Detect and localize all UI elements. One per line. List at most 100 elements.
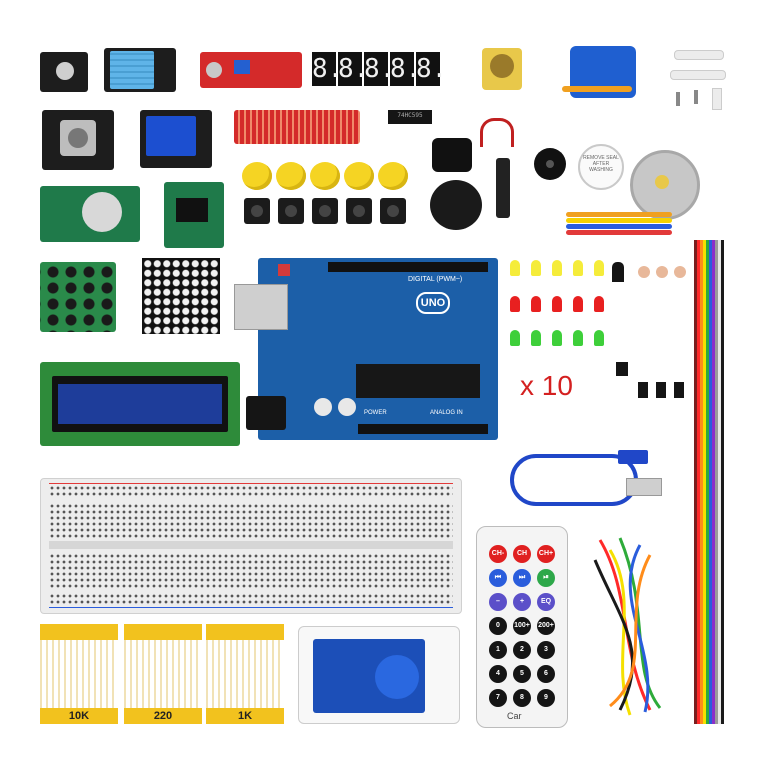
shift-register-ic: 74HC595 xyxy=(388,110,432,124)
tactile-switch xyxy=(312,198,338,224)
jumper-wire-bundle xyxy=(590,530,680,720)
jumper-bundle-drawing xyxy=(593,537,662,716)
yellow-led xyxy=(510,260,520,276)
rfid-keyfob xyxy=(375,655,419,699)
rtc-module xyxy=(40,186,140,242)
arduino-uno-board: DIGITAL (PWM~) UNO POWER ANALOG IN xyxy=(234,258,498,440)
resistor-band xyxy=(40,624,118,640)
power-header xyxy=(358,424,488,434)
remote-btn-play: ⏯ xyxy=(537,569,555,587)
breadboard xyxy=(40,478,462,614)
buzzer xyxy=(534,148,566,180)
green-led xyxy=(531,330,541,346)
remote-btn-9: 9 xyxy=(537,689,555,707)
remote-btn-ch: CH xyxy=(513,545,531,563)
rfid-card-module xyxy=(298,626,460,724)
remote-btn-vol-up: + xyxy=(513,593,531,611)
green-led xyxy=(594,330,604,346)
segment-digit: 8. xyxy=(364,52,396,86)
remote-btn-3: 3 xyxy=(537,641,555,659)
yellow-led xyxy=(552,260,562,276)
remote-btn-200: 200+ xyxy=(537,617,555,635)
remote-brand: Car xyxy=(507,711,522,721)
stepper-motor xyxy=(630,150,700,220)
red-led xyxy=(573,296,583,312)
red-led xyxy=(531,296,541,312)
ir-sensor xyxy=(616,362,628,376)
remote-btn-eq: EQ xyxy=(537,593,555,611)
usb-b-port xyxy=(234,284,288,330)
potentiometer xyxy=(482,48,522,90)
usb-cable xyxy=(500,448,662,506)
digital-header-text: DIGITAL (PWM~) xyxy=(408,276,463,283)
green-led xyxy=(510,330,520,346)
sound-sensor-module xyxy=(200,52,302,88)
remote-btn-vol-down: – xyxy=(489,593,507,611)
quantity-label: x 10 xyxy=(520,370,573,401)
segment-digit: 8. xyxy=(312,52,344,86)
capacitor xyxy=(314,398,332,416)
capacitor xyxy=(338,398,356,416)
ky-module xyxy=(40,52,88,92)
dc-jack-cable xyxy=(460,118,514,218)
ir-receiver xyxy=(612,262,624,282)
stepper-driver-board xyxy=(164,182,224,248)
resistor-pack xyxy=(40,640,118,710)
tactile-switch xyxy=(244,198,270,224)
red-led xyxy=(510,296,520,312)
resistor-pack xyxy=(124,640,202,710)
remote-btn-1: 1 xyxy=(489,641,507,659)
remote-btn-7: 7 xyxy=(489,689,507,707)
remote-btn-ch-minus: CH- xyxy=(489,545,507,563)
yellow-led xyxy=(594,260,604,276)
battery-clip xyxy=(432,138,472,172)
button-cap xyxy=(242,162,272,190)
red-led xyxy=(594,296,604,312)
segment-digit: 8. xyxy=(338,52,370,86)
remote-btn-100: 100+ xyxy=(513,617,531,635)
photoresistor xyxy=(674,266,686,278)
uno-logo: UNO xyxy=(416,292,450,314)
resistor-band xyxy=(124,624,202,640)
reset-button xyxy=(278,264,290,276)
resistor-pack xyxy=(206,640,284,710)
ic-label: 74HC595 xyxy=(397,112,423,119)
button-cap xyxy=(344,162,374,190)
servo-horns xyxy=(670,46,726,112)
button-cap xyxy=(276,162,306,190)
green-led xyxy=(573,330,583,346)
remote-btn-0: 0 xyxy=(489,617,507,635)
joystick-cap xyxy=(430,180,482,230)
resistor-band xyxy=(206,624,284,640)
dht11-sensor xyxy=(104,48,176,92)
ir-remote: CH- CH CH+ ⏮ ⏭ ⏯ – + EQ 0 100+ 200+ 1 2 … xyxy=(476,526,568,728)
segment-digit: 8. xyxy=(416,52,448,86)
remote-btn-8: 8 xyxy=(513,689,531,707)
water-level-sensor xyxy=(234,110,360,144)
servo-motor xyxy=(562,46,636,98)
red-led xyxy=(552,296,562,312)
remote-btn-next: ⏭ xyxy=(513,569,531,587)
photoresistor xyxy=(638,266,650,278)
temperature-sensor xyxy=(674,382,684,398)
resistor-value-1k: 1K xyxy=(206,708,284,724)
yellow-led xyxy=(531,260,541,276)
remote-btn-2: 2 xyxy=(513,641,531,659)
remote-btn-5: 5 xyxy=(513,665,531,683)
keypad-module xyxy=(40,262,116,332)
temperature-sensor xyxy=(638,382,648,398)
microcontroller-chip xyxy=(356,364,480,398)
uno-label: UNO xyxy=(420,297,446,309)
dc-power-jack xyxy=(246,396,286,430)
remote-btn-4: 4 xyxy=(489,665,507,683)
button-cap xyxy=(310,162,340,190)
green-led xyxy=(552,330,562,346)
digital-header xyxy=(328,262,488,272)
led-matrix xyxy=(142,258,220,334)
remote-btn-6: 6 xyxy=(537,665,555,683)
resistor-value-220: 220 xyxy=(124,708,202,724)
lcd-1602-module xyxy=(40,362,240,446)
relay-module xyxy=(140,110,212,168)
tactile-switch xyxy=(346,198,372,224)
stepper-wires xyxy=(566,206,672,242)
